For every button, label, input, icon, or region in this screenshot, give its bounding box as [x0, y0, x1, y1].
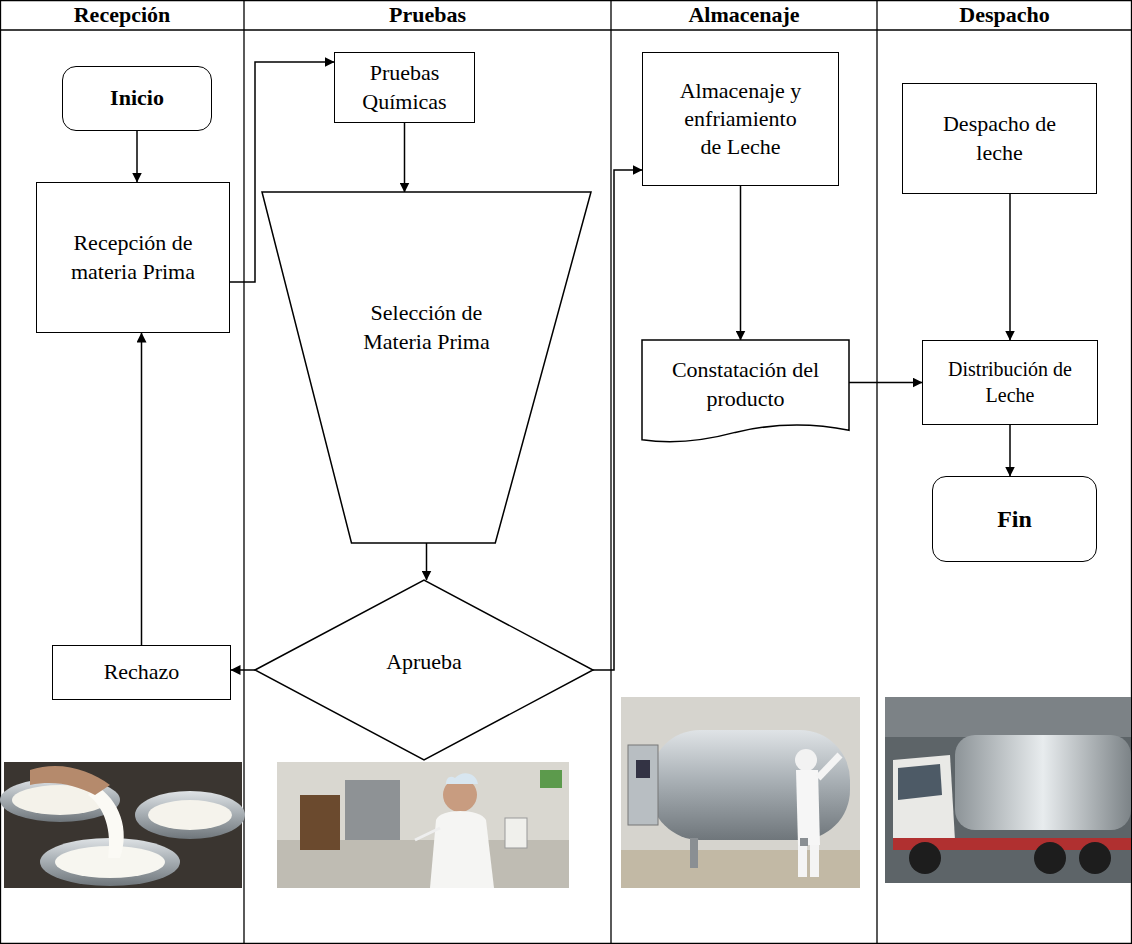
process-box: Distribución de Leche [922, 340, 1098, 425]
flow-arrow [426, 543, 428, 580]
flow-arrow [1009, 425, 1011, 476]
node-text: Fin [997, 504, 1032, 535]
node-text: Aprueba [386, 648, 462, 676]
flow-arrow [740, 186, 742, 340]
node-text: Despacho de leche [940, 110, 1060, 166]
flow-arrow [136, 131, 138, 182]
document-shape: Constatación del producto [642, 340, 849, 445]
terminal-box: Inicio [62, 66, 212, 131]
lane-header: Recepción [0, 0, 244, 30]
lab-photo [277, 762, 569, 888]
truck-photo [885, 697, 1131, 883]
selection-trapezoid: Selección de Materia Prima [262, 192, 591, 543]
terminal-box: Fin [932, 476, 1097, 562]
node-text: Rechazo [104, 658, 180, 686]
node-text: Almacenaje y enfriamiento de Leche [677, 77, 805, 161]
node-text: Inicio [110, 84, 164, 112]
node-text: Recepción de materia Prima [71, 229, 196, 285]
flow-arrow [141, 333, 143, 645]
lane-header: Pruebas [244, 0, 611, 30]
node-text: Selección de Materia Prima [357, 299, 497, 355]
flow-arrow [1009, 194, 1011, 340]
flow-arrow [849, 382, 922, 384]
node-text: Constatación del producto [671, 356, 821, 412]
process-box: Despacho de leche [902, 83, 1097, 194]
tank-photo [621, 697, 860, 888]
milk-photo [0, 762, 245, 888]
process-box: Rechazo [52, 645, 231, 700]
flow-arrow [404, 123, 406, 192]
lane-header: Almacenaje [611, 0, 877, 30]
trap-outline [262, 192, 591, 543]
process-box: Pruebas Químicas [334, 52, 475, 123]
flow-arrow [231, 669, 255, 671]
flow-arrow [593, 170, 642, 670]
node-text: Distribución de Leche [935, 357, 1085, 408]
process-box: Recepción de materia Prima [36, 182, 230, 333]
node-text: Pruebas Químicas [345, 59, 465, 115]
lane-header: Despacho [877, 0, 1132, 30]
decision-diamond: Aprueba [255, 580, 593, 760]
process-box: Almacenaje y enfriamiento de Leche [642, 52, 839, 186]
